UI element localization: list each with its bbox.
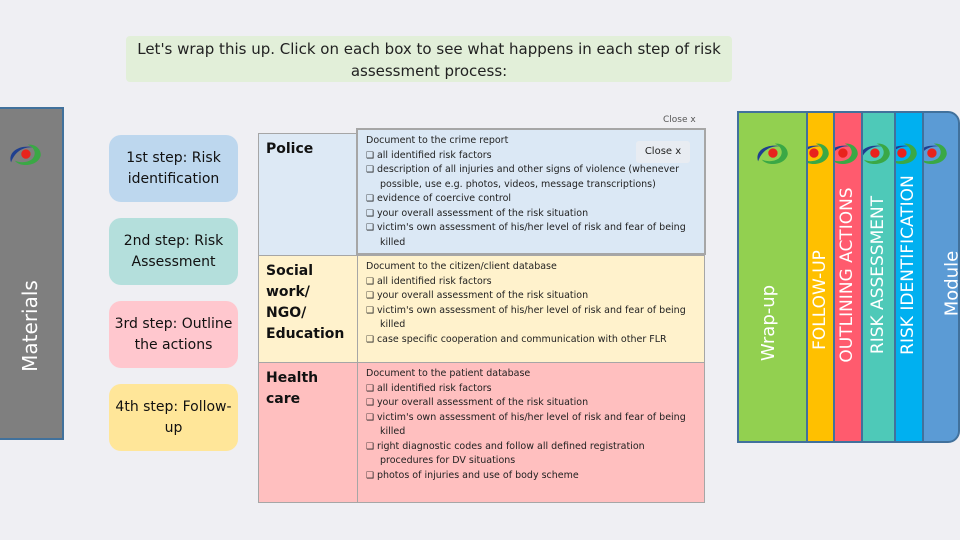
content-heading: Document to the patient database (366, 368, 531, 379)
materials-label: Materials (18, 280, 42, 372)
logo-icon (808, 143, 829, 165)
health-care-content: Document to the patient database all ide… (357, 362, 705, 503)
step-4-button[interactable]: 4th step: Follow-up (109, 384, 238, 451)
tab-label: Module (941, 250, 960, 317)
tab-wrap-up[interactable]: Wrap-up (737, 111, 808, 443)
checklist-item: victim's own assessment of his/her level… (366, 221, 696, 250)
checklist-item: description of all injuries and other si… (366, 163, 696, 192)
tab-label: RISK IDENTIFICATION (898, 175, 918, 355)
social-work-content: Document to the citizen/client database … (357, 255, 705, 363)
checklist-item: your overall assessment of the risk situ… (366, 289, 696, 304)
checklist-item: all identified risk factors (366, 149, 696, 164)
background-close-button[interactable]: Close x (663, 115, 696, 125)
checklist-item: victim's own assessment of his/her level… (366, 411, 696, 440)
tab-label: Wrap-up (758, 284, 779, 362)
tab-label: RISK ASSESSMENT (868, 195, 888, 355)
instruction-banner: Let's wrap this up. Click on each box to… (126, 36, 732, 82)
sector-police: Police (258, 133, 358, 256)
checklist-item: case specific cooperation and communicat… (366, 333, 696, 348)
tab-risk-identification[interactable]: RISK IDENTIFICATION (894, 111, 924, 443)
content-heading: Document to the citizen/client database (366, 261, 557, 272)
sector-social-work: Social work/ NGO/ Education (258, 255, 358, 363)
checklist-item: right diagnostic codes and follow all de… (366, 440, 696, 469)
checklist-item: all identified risk factors (366, 382, 696, 397)
tab-outlining-actions[interactable]: OUTLINING ACTIONS (833, 111, 863, 443)
checklist-item: your overall assessment of the risk situ… (366, 207, 696, 222)
step-1-button[interactable]: 1st step: Risk identification (109, 135, 238, 202)
logo-icon (896, 143, 917, 165)
tab-label: OUTLINING ACTIONS (837, 187, 857, 363)
tab-risk-assessment[interactable]: RISK ASSESSMENT (861, 111, 896, 443)
close-popup-button[interactable]: Close x (636, 141, 690, 163)
tab-label: FOLLOW-UP (810, 250, 830, 350)
checklist-item: evidence of coercive control (366, 192, 696, 207)
logo-icon (863, 143, 890, 165)
step-3-button[interactable]: 3rd step: Outline the actions (109, 301, 238, 368)
checklist-item: photos of injuries and use of body schem… (366, 469, 696, 484)
logo-icon (10, 144, 41, 166)
sector-health-care: Health care (258, 362, 358, 503)
materials-tab[interactable]: Materials (0, 107, 64, 440)
step-2-button[interactable]: 2nd step: Risk Assessment (109, 218, 238, 285)
checklist-item: your overall assessment of the risk situ… (366, 396, 696, 411)
logo-icon (757, 143, 788, 165)
checklist-item: all identified risk factors (366, 275, 696, 290)
popup-heading: Document to the crime report (366, 135, 509, 146)
tab-follow-up[interactable]: FOLLOW-UP (806, 111, 835, 443)
checklist-item: victim's own assessment of his/her level… (366, 304, 696, 333)
logo-icon (835, 143, 858, 165)
